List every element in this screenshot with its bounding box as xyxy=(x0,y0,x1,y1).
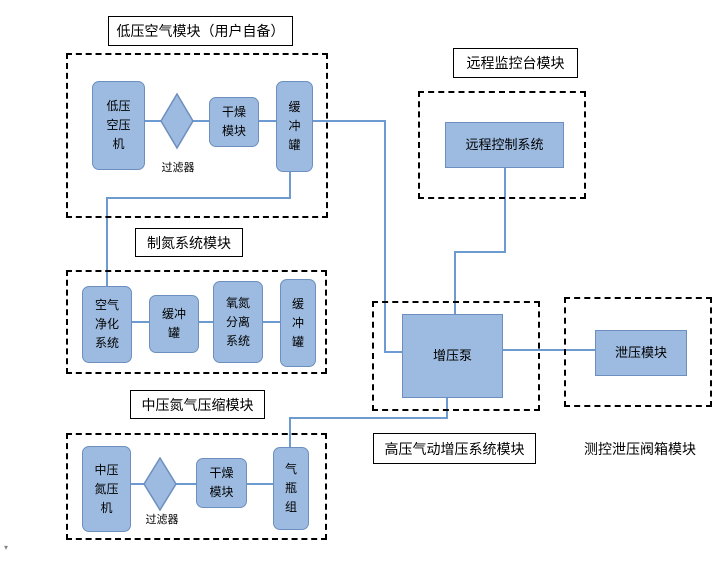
cylinder-group-node: 气 瓶 组 xyxy=(273,447,309,530)
remote-monitor-title: 远程监控台模块 xyxy=(453,48,578,78)
buffer2-node: 缓冲 罐 xyxy=(149,295,199,353)
corner-marker: ▾ xyxy=(4,543,8,552)
low-pressure-air-title: 低压空气模块（用户自备） xyxy=(108,16,293,46)
dryer1-node: 干燥 模块 xyxy=(209,97,259,147)
buffer3-node: 缓 冲 罐 xyxy=(280,279,316,367)
buffer1-node: 缓 冲 罐 xyxy=(276,81,313,172)
mid-pressure-title: 中压氮气压缩模块 xyxy=(130,390,265,419)
booster-pump-node: 增压泵 xyxy=(402,314,503,398)
mid-compressor-node: 中压 氮压 机 xyxy=(82,446,131,532)
relief-border xyxy=(564,297,712,407)
high-pressure-border xyxy=(372,301,540,411)
remote-control-node: 远程控制系统 xyxy=(445,122,564,168)
o2n2-separation-node: 氧氮 分离 系统 xyxy=(213,281,263,363)
mid-pressure-border xyxy=(66,433,327,540)
filter1-diamond-icon xyxy=(160,92,194,150)
low-compressor-node: 低压 空压 机 xyxy=(92,81,145,170)
dryer2-node: 干燥 模块 xyxy=(196,458,247,508)
filter2-diamond-icon xyxy=(143,456,177,512)
relief-module-node: 泄压模块 xyxy=(595,330,687,376)
air-purify-node: 空气 净化 系统 xyxy=(82,286,132,363)
low-pressure-air-border xyxy=(66,53,328,218)
line-remote-to-booster xyxy=(454,168,506,314)
filter1-label: 过滤器 xyxy=(161,161,195,174)
nitrogen-border xyxy=(66,270,327,374)
remote-monitor-border xyxy=(418,91,586,199)
line-buffer-to-nitrogen xyxy=(106,172,291,286)
nitrogen-title: 制氮系统模块 xyxy=(135,228,243,257)
high-pressure-title: 高压气动增压系统模块 xyxy=(373,433,536,464)
line-buffer-to-booster xyxy=(313,120,402,353)
line-booster-to-cylinder xyxy=(289,398,448,447)
filter2-label: 过滤器 xyxy=(145,513,179,526)
relief-title: 测控泄压阀箱模块 xyxy=(584,441,696,458)
